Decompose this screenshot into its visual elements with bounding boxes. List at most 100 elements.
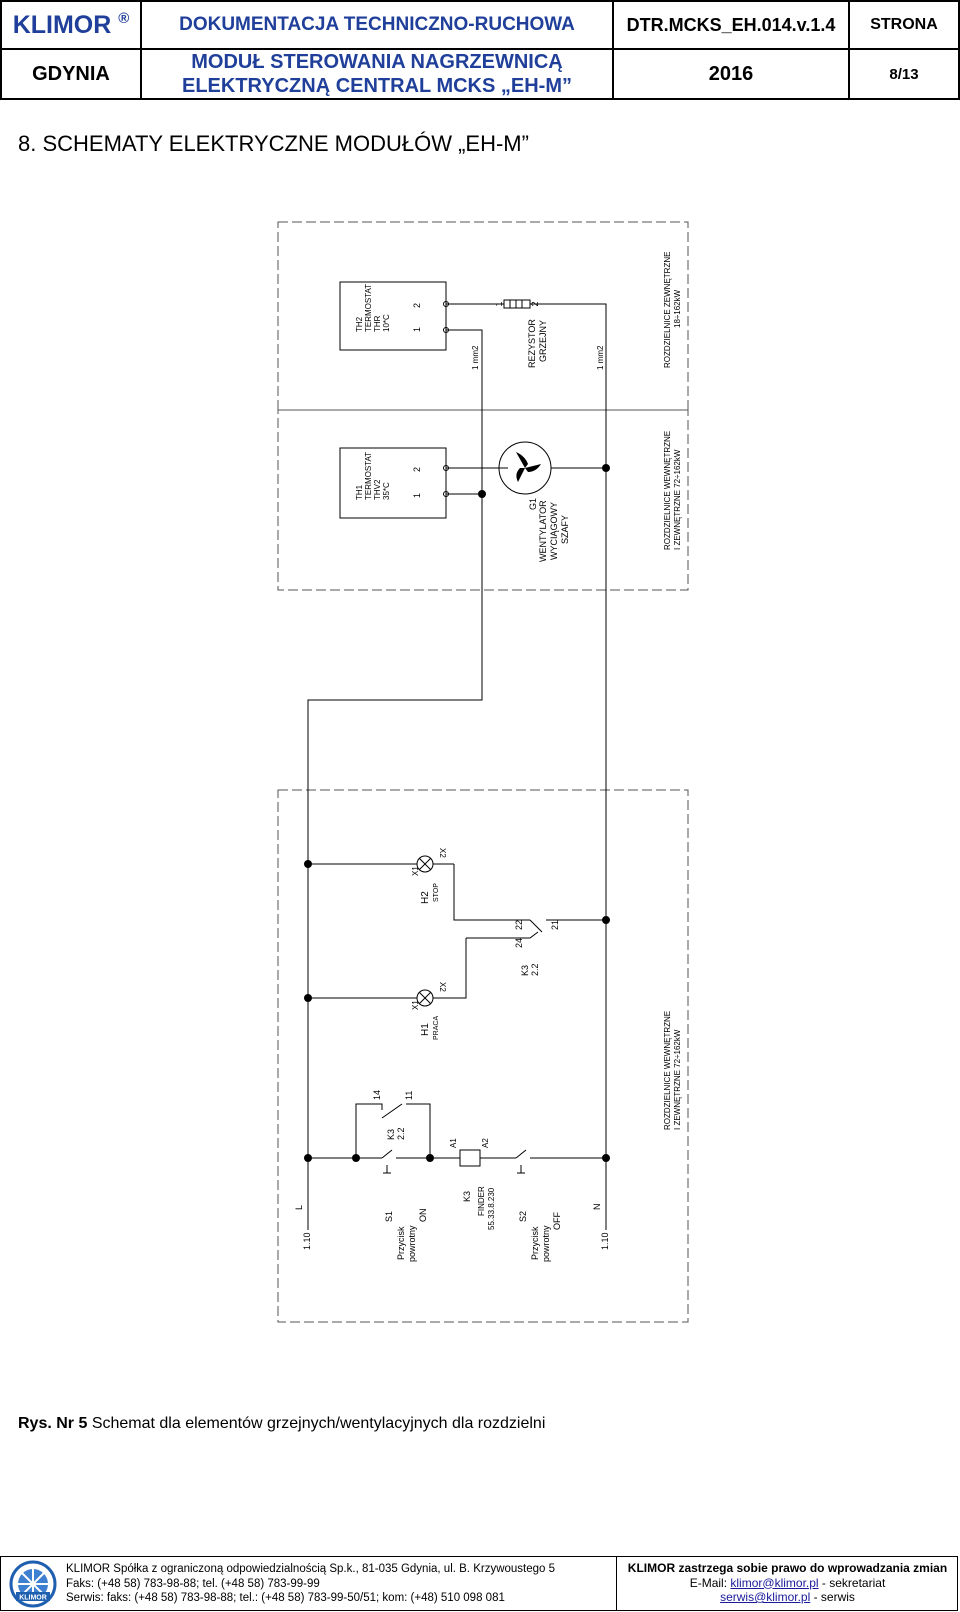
registered-mark: ®	[118, 10, 130, 27]
h2-x1: X1	[411, 866, 420, 876]
email-service-link[interactable]: serwis@klimor.pl	[720, 1590, 811, 1604]
k3-coil-line1: FINDER	[477, 1186, 486, 1216]
n-terminal-name: N	[592, 1204, 602, 1211]
k3top-p1: 22	[514, 920, 524, 930]
th1-body	[339, 447, 447, 519]
figure-text: Schemat dla elementów grzejnych/wentylac…	[87, 1415, 546, 1432]
k3-coil-a1: A1	[449, 1138, 458, 1148]
s1-line2: powrotny	[407, 1225, 417, 1262]
page-number: 8/13	[848, 48, 960, 100]
ext-box-line1: ROZDZIELNICE ZEWNĘTRZNE	[663, 252, 672, 368]
int-box2-line2: I ZEWNĘTRZNE 72÷162kW	[673, 1029, 682, 1130]
email-line1: E-Mail: klimor@klimor.pl - sekretariat	[617, 1576, 958, 1591]
th1-pin2: 2	[412, 467, 422, 472]
electrical-schematic: TH2 TERMOSTAT THR 10*C 2 1 1 2 REZYSTOR …	[277, 221, 689, 1323]
email-secretariat-link[interactable]: klimor@klimor.pl	[730, 1575, 819, 1590]
k3-coil-a2: A2	[481, 1138, 490, 1148]
s2-line2: powrotny	[541, 1225, 551, 1262]
k3top-name: K3	[520, 965, 530, 976]
s2-line1: Przycisk	[530, 1226, 540, 1260]
fan-icon	[516, 452, 541, 482]
page-label: STRONA	[848, 0, 960, 50]
k3bot-p2: 11	[404, 1091, 414, 1100]
th1-line1: TERMOSTAT	[364, 452, 373, 500]
fan-line1: WENTYLATOR	[538, 500, 548, 562]
s2-name: S2	[518, 1211, 528, 1222]
k3-coil-symbol	[459, 1149, 481, 1167]
document-footer: KLIMOR KLIMOR Spółka z ograniczoną odpow…	[0, 1556, 958, 1611]
module-title-line2: ELEKTRYCZNĄ CENTRAL MCKS „EH-M”	[182, 75, 572, 97]
resistor-label1: REZYSTOR	[527, 319, 537, 368]
l-terminal-ref: 1.10	[302, 1232, 312, 1250]
email-service-note: - serwis	[810, 1590, 855, 1604]
th2-pin2: 2	[412, 303, 422, 308]
h1-sub: PRACA	[433, 1016, 440, 1040]
h2-x2: X2	[438, 848, 447, 858]
th2-line3: 10*C	[382, 314, 391, 332]
s2-line3: OFF	[552, 1212, 562, 1230]
control-box-frame	[277, 789, 689, 1323]
k3bot-name: K3	[386, 1129, 396, 1140]
ext-box-line2: 18÷162kW	[673, 289, 682, 328]
resistor-body	[503, 299, 531, 309]
fan-line2: WYCIĄGOWY	[549, 502, 559, 560]
th1-line3: 35*C	[382, 482, 391, 500]
k3top-p2: 24	[514, 938, 524, 948]
service-phone: Serwis: faks: (+48 58) 783-98-88; tel.: …	[66, 1592, 505, 1604]
city: GDYNIA	[0, 48, 142, 100]
th2-body	[339, 281, 447, 351]
email-secretariat-note: - sekretariat	[818, 1575, 886, 1590]
wire-b-label: 1 mm2	[596, 345, 605, 370]
k3-coil-line2: 55.33.8.230	[487, 1187, 496, 1230]
k3bot-p1: 14	[372, 1090, 382, 1100]
k3top-sub: 2.2	[530, 963, 540, 976]
company-info: KLIMOR Spółka z ograniczoną odpowiedzial…	[66, 1562, 555, 1606]
th2-name: TH2	[355, 316, 364, 332]
email-prefix: E-Mail:	[689, 1575, 731, 1590]
l-terminal-name: L	[294, 1205, 304, 1210]
s1-line1: Przycisk	[396, 1226, 406, 1260]
int-box2-line1: ROZDZIELNICE WEWNĘTRZNE	[663, 1011, 672, 1130]
module-title: MODUŁ STEROWANIA NAGRZEWNICĄ ELEKTRYCZNĄ…	[140, 48, 614, 100]
th1-pin1: 1	[412, 493, 422, 498]
int-box-line2: I ZEWNĘTRZNE 72÷162kW	[673, 449, 682, 550]
k3top-p3: 21	[550, 920, 560, 930]
th2-line2: THR	[373, 315, 382, 332]
resistor-label2: GRZEJNY	[538, 320, 548, 362]
email-line2: serwis@klimor.pl - serwis	[617, 1590, 958, 1605]
section-title: 8. SCHEMATY ELEKTRYCZNE MODUŁÓW „EH-M”	[18, 131, 529, 156]
h2-sub: STOP	[433, 883, 440, 902]
h1-name: H1	[420, 1023, 431, 1036]
brand-cell: KLIMOR ®	[0, 0, 142, 50]
s1-name: S1	[384, 1211, 394, 1222]
wire-a-label: 1 mm2	[471, 345, 480, 370]
th2-line1: TERMOSTAT	[364, 284, 373, 332]
fan-name: G1	[528, 498, 538, 510]
int-box-line1: ROZDZIELNICE WEWNĘTRZNE	[663, 431, 672, 550]
module-title-line1: MODUŁ STEROWANIA NAGRZEWNICĄ	[191, 51, 563, 73]
th1-name: TH1	[355, 484, 364, 500]
doc-type: DOKUMENTACJA TECHNICZNO-RUCHOWA	[140, 0, 614, 50]
h1-x1: X1	[411, 1000, 420, 1010]
company-address: KLIMOR Spółka z ograniczoną odpowiedzial…	[66, 1563, 556, 1575]
company-phone: Faks: (+48 58) 783-98-88; tel. (+48 58) …	[66, 1577, 320, 1590]
doc-year: 2016	[612, 48, 850, 100]
th1-line2: THV2	[373, 479, 382, 500]
doc-code: DTR.MCKS_EH.014.v.1.4	[612, 0, 850, 50]
h1-x2: X2	[438, 982, 447, 992]
k3bot-sub: 2.2	[396, 1127, 406, 1140]
rights-notice: KLIMOR zastrzega sobie prawo do wprowadz…	[627, 1561, 948, 1575]
document-header: KLIMOR ® DOKUMENTACJA TECHNICZNO-RUCHOWA…	[0, 0, 960, 100]
figure-caption: Rys. Nr 5 Schemat dla elementów grzejnyc…	[18, 1415, 545, 1433]
klimor-logo: KLIMOR	[9, 1560, 57, 1608]
n-terminal-ref: 1.10	[600, 1232, 610, 1250]
logo-text: KLIMOR	[19, 1595, 47, 1602]
brand-name: KLIMOR	[12, 11, 112, 39]
fan-line3: SZAFY	[560, 515, 570, 544]
footer-notice: KLIMOR zastrzega sobie prawo do wprowadz…	[616, 1557, 958, 1610]
h2-name: H2	[420, 891, 431, 904]
figure-number: Rys. Nr 5	[18, 1415, 88, 1432]
k3-coil-name: K3	[462, 1191, 472, 1202]
th2-pin1: 1	[412, 327, 422, 332]
s1-line3: ON	[418, 1209, 428, 1223]
